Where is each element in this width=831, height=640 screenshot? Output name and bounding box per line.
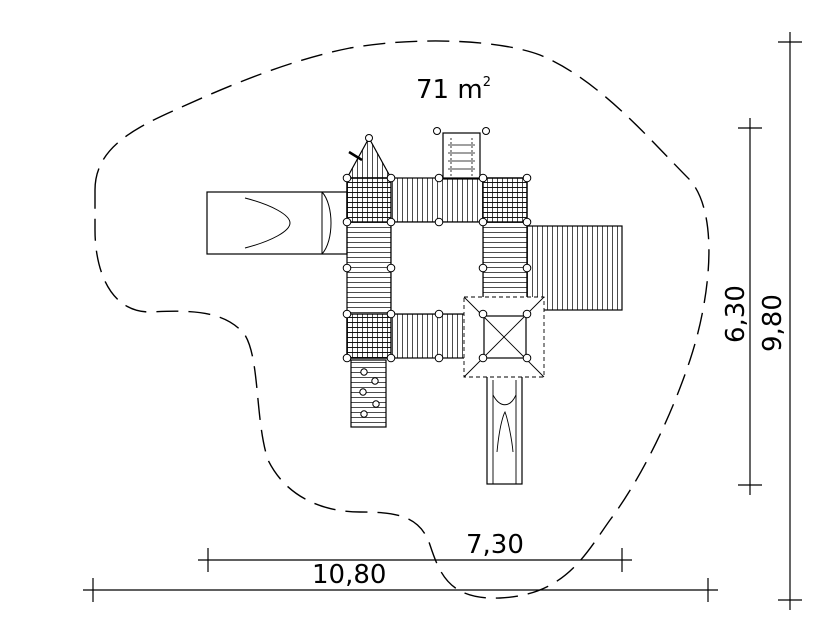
outer-depth-label: 9,80 xyxy=(758,294,788,352)
area-label: 71 m2 xyxy=(416,75,491,105)
outer-depth-dimension xyxy=(778,32,802,610)
tower-roof xyxy=(345,134,393,179)
deck-posts xyxy=(342,173,532,363)
left-slide xyxy=(206,191,348,255)
top-ladder xyxy=(433,127,490,180)
inner-depth-dimension xyxy=(738,118,762,495)
bottom-slide xyxy=(486,361,523,485)
right-ramp xyxy=(526,225,623,311)
safety-zone-outline xyxy=(94,40,710,599)
inner-depth-label: 6,30 xyxy=(721,285,751,343)
inner-width-label: 7,30 xyxy=(466,530,524,560)
outer-width-dimension xyxy=(83,578,718,602)
climbing-wall xyxy=(350,359,387,428)
corner-platform xyxy=(463,296,545,378)
outer-width-label: 10,80 xyxy=(312,560,386,590)
inner-width-dimension xyxy=(198,548,632,572)
